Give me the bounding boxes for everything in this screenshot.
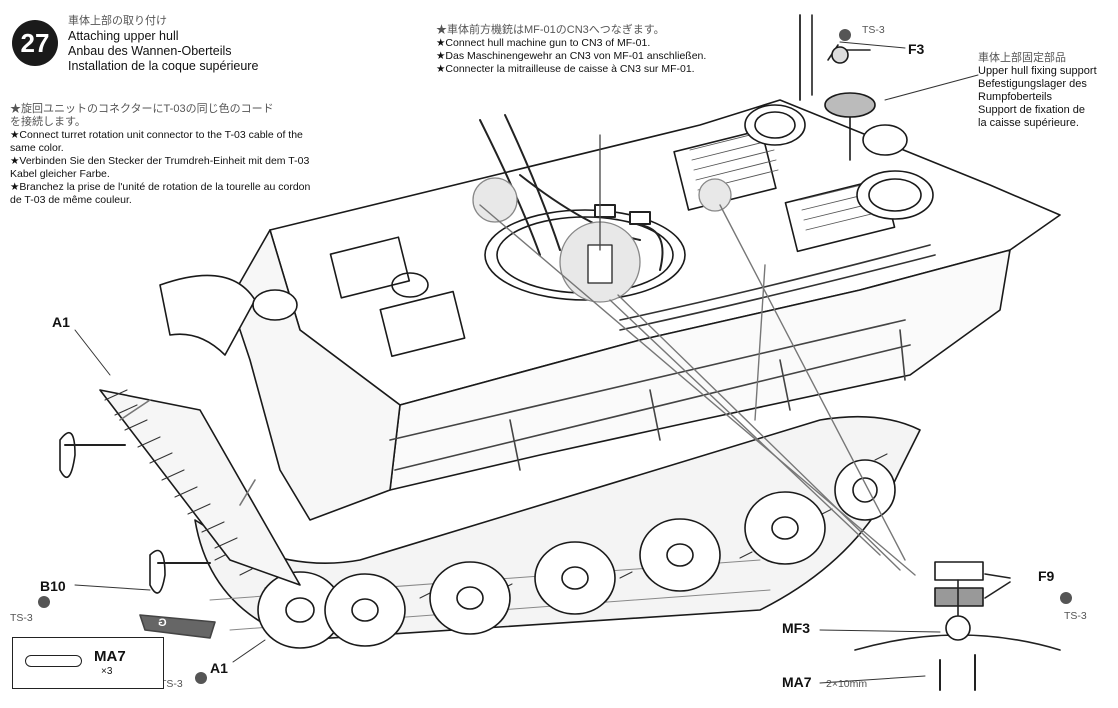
paint-drop-icon	[38, 29, 1072, 684]
turret-note-jp2: を接続します。	[10, 116, 86, 128]
label-ts3-bottom: TS-3	[160, 678, 183, 690]
mg-note-en: ★Connect hull machine gun to CN3 of MF-0…	[436, 37, 651, 49]
support-fr2: la caisse supérieure.	[978, 117, 1079, 129]
label-a1-bottom: A1	[210, 660, 228, 676]
hull-mg-note: ★車体前方機銃はMF-01のCN3へつなぎます。 ★Connect hull m…	[436, 24, 706, 76]
support-fr1: Support de fixation de	[978, 104, 1086, 116]
screw-icon	[25, 655, 82, 667]
upper-hull	[159, 92, 1061, 521]
mg-note-jp: ★車体前方機銃はMF-01のCN3へつなぎます。	[436, 24, 665, 36]
leader-lines	[479, 204, 916, 576]
step-title: 車体上部の取り付け Attaching upper hull Anbau des…	[68, 14, 258, 74]
turret-note-fr: ★Branchez la prise de l'unité de rotatio…	[10, 181, 311, 206]
mirror-g-plate	[139, 614, 216, 639]
label-f3: F3	[908, 41, 925, 57]
front-track	[99, 389, 301, 586]
magnifier-callouts	[472, 134, 732, 303]
label-ma7-size: 2×10mm	[826, 678, 868, 690]
turret-note-en: ★Connect turret rotation unit connector …	[10, 129, 303, 154]
label-b10: B10	[40, 578, 66, 594]
label-leaders	[74, 41, 979, 684]
road-wheels	[257, 459, 896, 649]
f3-detail	[799, 14, 871, 101]
support-en: Upper hull fixing support	[978, 65, 1097, 77]
label-f9: F9	[1038, 568, 1055, 584]
label-mirror-g: G	[158, 617, 167, 629]
support-de1: Befestigungslager des	[978, 78, 1087, 90]
support-jp: 車体上部固定部品	[978, 52, 1066, 64]
turret-note-de: ★Verbinden Sie den Stecker der Trumdreh-…	[10, 155, 310, 180]
legend-part: MA7	[94, 648, 126, 665]
mg-note-fr: ★Connecter la mitrailleuse de caisse à C…	[436, 63, 695, 75]
rear-pins	[59, 399, 256, 594]
title-de: Anbau des Wannen-Oberteils	[68, 44, 232, 58]
turret-note-jp1: ★旋回ユニットのコネクターにT-03の同じ色のコード	[10, 103, 274, 115]
support-de2: Rumpfoberteils	[978, 91, 1052, 103]
label-ts3-right: TS-3	[1064, 610, 1087, 622]
title-jp: 車体上部の取り付け	[68, 15, 167, 27]
upper-support-note: 車体上部固定部品 Upper hull fixing support Befes…	[978, 52, 1097, 130]
label-a1-top: A1	[52, 314, 70, 330]
title-fr: Installation de la coque supérieure	[68, 59, 259, 73]
turret-connector-note: ★旋回ユニットのコネクターにT-03の同じ色のコード を接続します。 ★Conn…	[10, 103, 315, 207]
step-number-badge: 27	[12, 20, 58, 66]
f9-detail	[854, 561, 1061, 691]
mg-note-de: ★Das Maschinengewehr an CN3 von MF-01 an…	[436, 50, 707, 62]
title-en: Attaching upper hull	[68, 29, 179, 43]
label-ts3-left: TS-3	[10, 612, 33, 624]
label-mf3: MF3	[782, 620, 810, 636]
legend-qty: ×3	[101, 666, 113, 677]
label-ma7: MA7	[782, 674, 812, 690]
label-ts3-top: TS-3	[862, 24, 885, 36]
parts-legend: MA7 ×3	[12, 637, 164, 689]
